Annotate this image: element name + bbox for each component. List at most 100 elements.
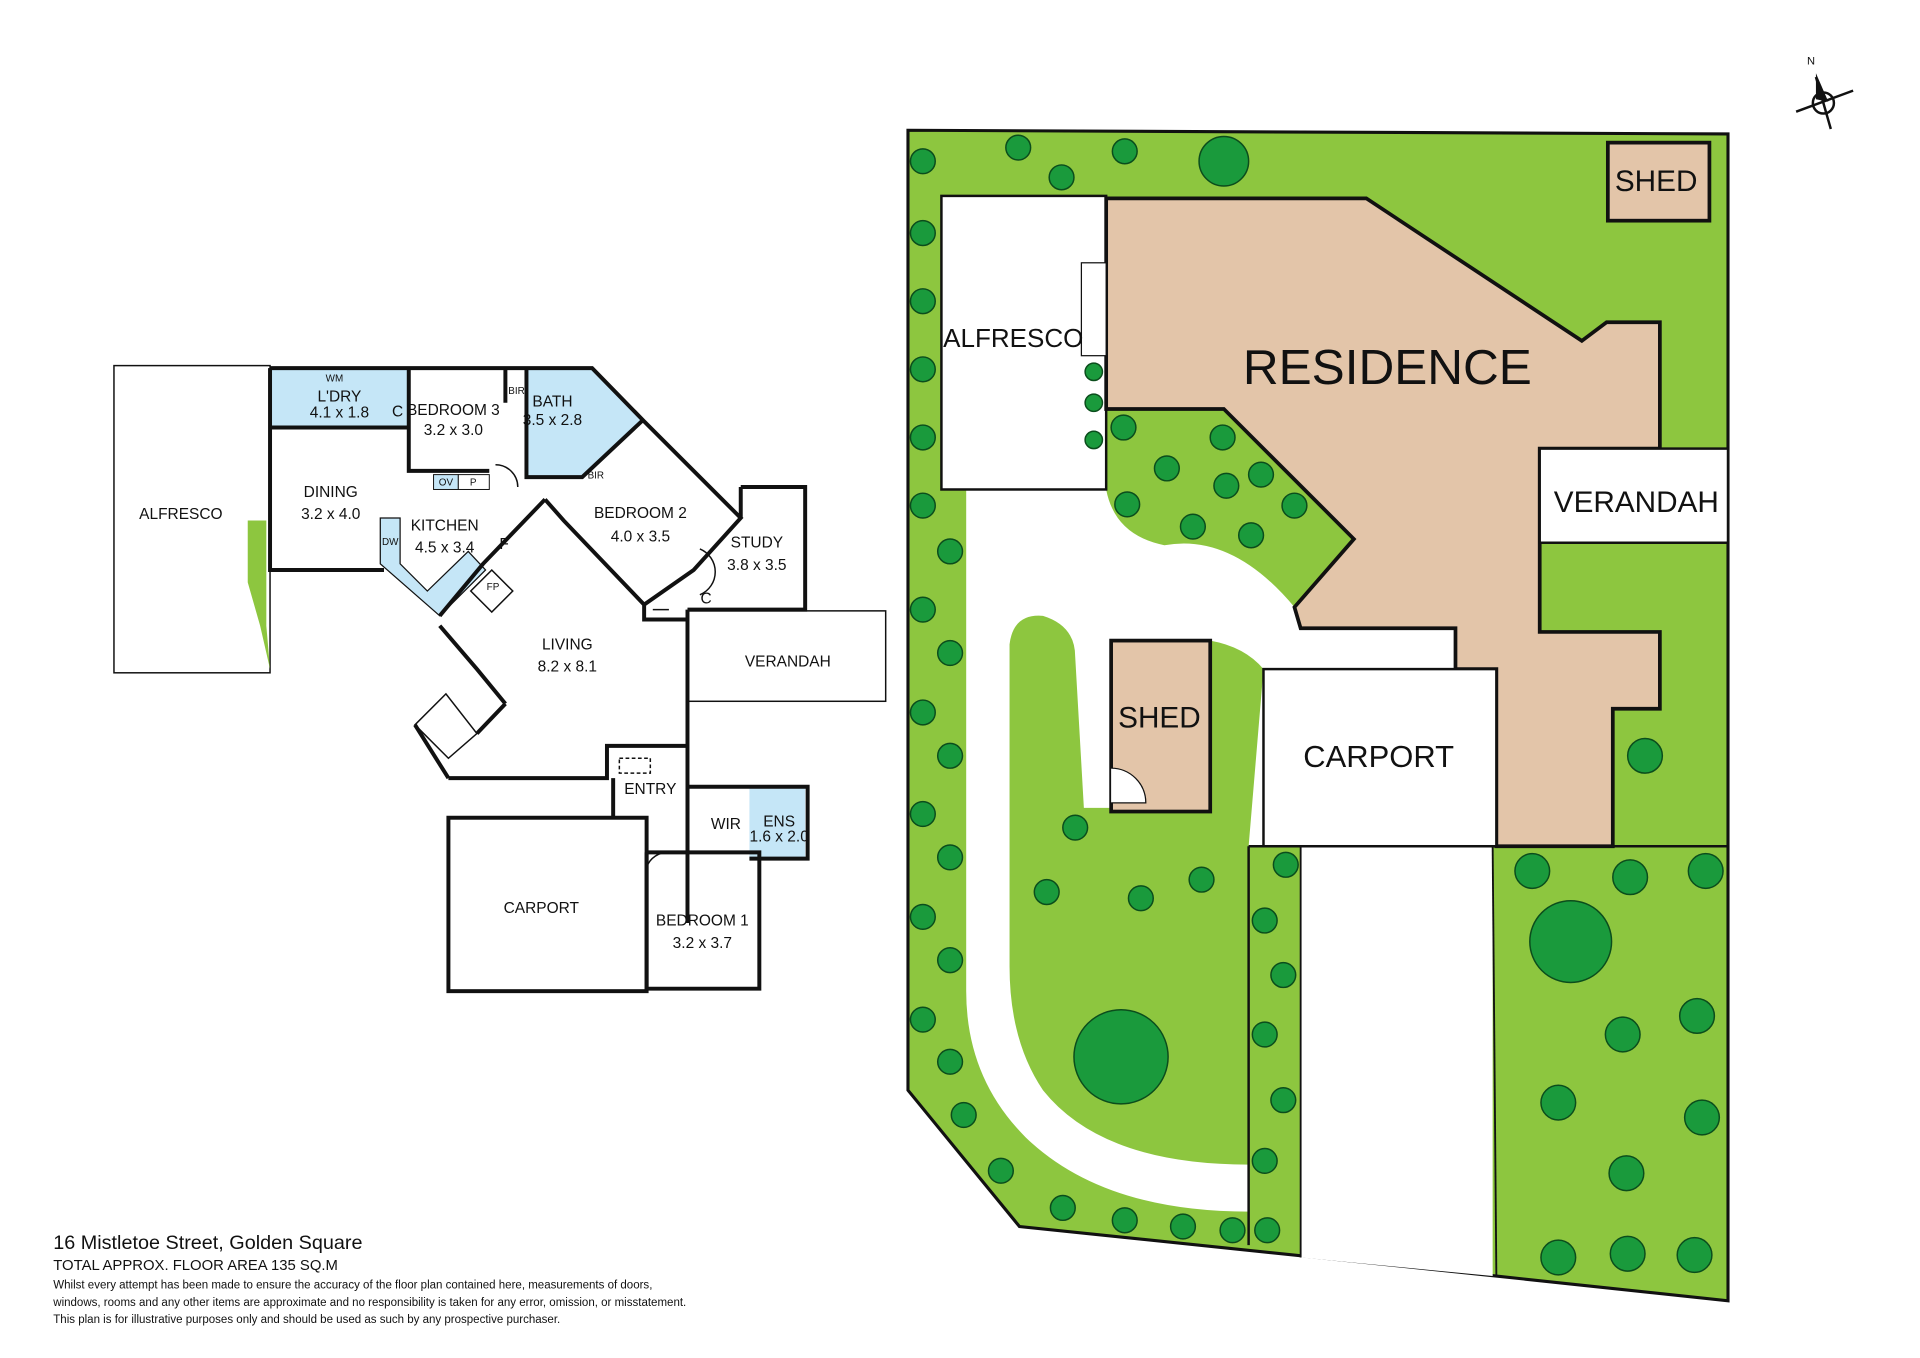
label-kitchen-size: 4.5 x 3.4 [415,540,475,557]
tree-icon [909,424,936,451]
trees [909,134,1724,1276]
label-living-size: 8.2 x 8.1 [538,659,597,676]
tree-icon [909,288,936,315]
tree-icon [1626,737,1664,774]
tree-icon [909,903,936,930]
ensuite-area [749,786,806,859]
label-site-carport: CARPORT [1303,739,1454,774]
label-bedroom2-size: 4.0 x 3.5 [611,529,670,546]
label-ensuite-size: 1.6 x 2.0 [749,828,808,845]
tree-icon [1270,961,1297,989]
tree-icon [950,1101,977,1129]
plan-footer: 16 Mistletoe Street, Golden Square TOTAL… [52,1232,686,1326]
label-laundry-size: 4.1 x 1.8 [310,405,369,422]
tree-icon [909,699,936,726]
tree-icon [1683,1099,1721,1136]
tree-icon [1676,1236,1713,1274]
label-bir-bed2: BIR [588,470,605,481]
fireplace [469,568,514,614]
bay-window-steps [413,692,478,760]
site-verandah [1538,447,1730,544]
label-fireplace: FP [487,582,500,593]
disclaimer-line: This plan is for illustrative purposes o… [53,1314,560,1326]
tree-icon [1169,1213,1197,1240]
site-carport [1262,667,1498,848]
disclaimer-line: windows, rooms and any other items are a… [52,1297,686,1309]
tree-icon [1084,430,1104,450]
tree-icon [1529,899,1613,984]
tree-icon [936,538,964,565]
label-laundry: L'DRY [317,389,361,406]
verandah-outline [686,610,887,703]
site-shed-top [1605,140,1712,223]
entry-mat [618,757,652,774]
tree-icon [909,219,936,247]
tree-icon [1062,814,1089,841]
tree-icon [1608,1155,1645,1192]
tree-icon [909,492,936,519]
label-shed-lawn: SHED [1118,701,1201,734]
tree-icon [936,947,964,974]
tree-icon [1219,1217,1246,1244]
exterior-walls [268,366,808,924]
label-oven: OV [439,478,454,489]
pantry-unit [457,474,490,490]
tree-icon [1114,491,1141,518]
label-alfresco: ALFRESCO [139,506,222,523]
label-living: LIVING [542,636,593,653]
tree-icon [936,742,964,769]
floor-plan: ALFRESCO WM L'DRY 4.1 x 1.8 C DINING 3.2… [113,364,887,994]
tree-icon [1188,866,1215,893]
tree-icon [1272,851,1299,878]
tree-icon [987,1157,1015,1184]
label-bath: BATH [532,393,572,410]
garden-strip [247,520,271,670]
laundry-area [270,368,409,428]
tree-icon [1254,1217,1281,1244]
tree-icon [1084,362,1104,382]
label-kitchen: KITCHEN [411,517,479,534]
tree-icon [1213,472,1240,499]
tree-icon [1198,135,1250,187]
tree-icon [909,356,936,383]
bath-area [526,368,642,478]
tree-icon [1678,997,1716,1035]
tree-icon [1209,424,1236,451]
label-site-verandah: VERANDAH [1554,486,1719,519]
tree-icon [1687,852,1724,890]
alfresco-area [113,364,271,674]
label-bedroom3: BEDROOM 3 [407,402,500,419]
label-entry: ENTRY [624,781,676,798]
tree-icon [1033,878,1060,906]
tree-icon [909,1006,936,1033]
north-arrow-icon [1815,73,1829,102]
site-alfresco [940,194,1108,491]
tree-icon [1111,1207,1138,1234]
label-laundry-cupboard: C [392,403,403,420]
label-bedroom1-size: 3.2 x 3.7 [673,935,732,952]
tree-icon [909,148,936,175]
tree-icon [936,639,964,667]
compass-north-label: N [1807,56,1815,68]
label-pantry: P [470,478,477,489]
site-plan: RESIDENCE ALFRESCO VERANDAH CARPORT SHED… [906,56,1854,1303]
disclaimer-line: Whilst every attempt has been made to en… [53,1279,652,1291]
label-bedroom2: BEDROOM 2 [594,505,687,522]
tree-icon [1179,513,1207,540]
shed-door [1111,767,1147,804]
tree-icon [1049,1194,1076,1222]
label-bath-size: 3.5 x 2.8 [523,412,582,429]
tree-icon [1251,1021,1278,1048]
label-fridge: F [499,536,508,553]
tree-icon [1127,885,1154,912]
floor-area: TOTAL APPROX. FLOOR AREA 135 SQ.M [53,1258,338,1274]
label-residence: RESIDENCE [1243,340,1532,395]
tree-icon [936,844,964,871]
label-wm: WM [326,374,344,385]
tree-icon [909,800,936,828]
tree-icon [1005,134,1032,161]
label-study: STUDY [731,535,783,552]
label-study-size: 3.8 x 3.5 [727,557,786,574]
fence-line [1491,846,1498,1277]
